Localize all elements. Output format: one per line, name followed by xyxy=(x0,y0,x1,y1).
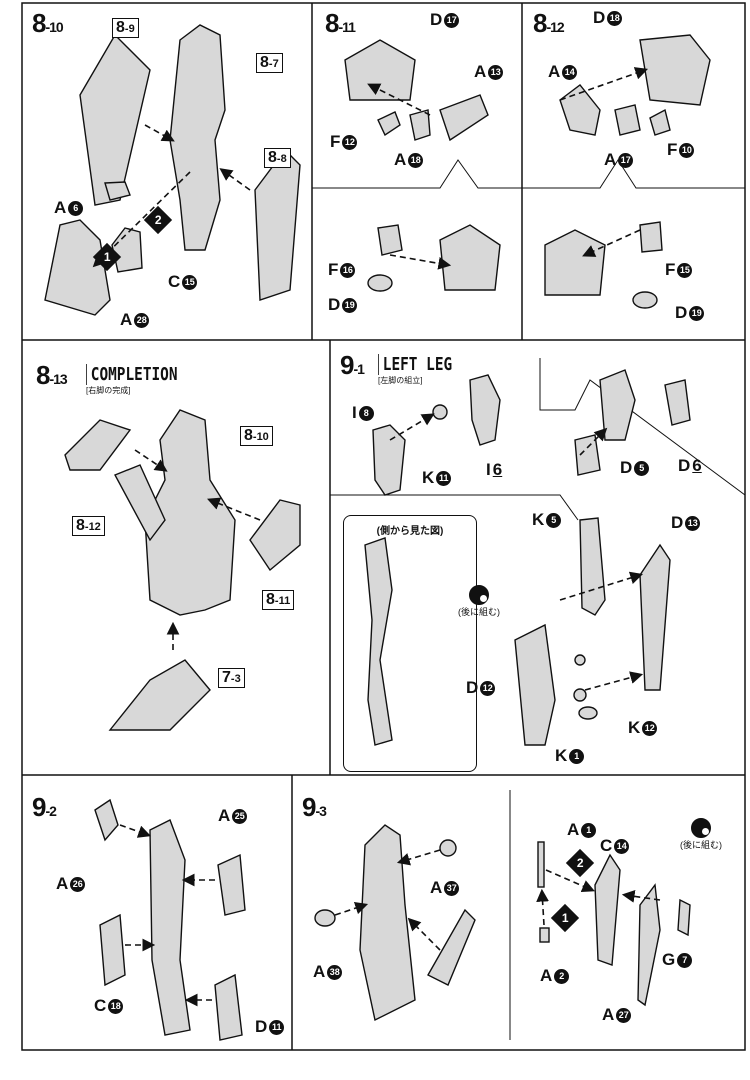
reference-box-8-8: 8-8 xyxy=(264,148,291,168)
step-number-8-13: 8-13 xyxy=(36,360,68,390)
section-heading: COMPLETION[右脚の完成] xyxy=(86,364,178,395)
assemble-later-note: (後に組む) xyxy=(680,818,722,851)
reference-box-8-11: 8-11 xyxy=(262,590,295,610)
step-number-9-3: 9-3 xyxy=(302,792,327,822)
part-drawings xyxy=(44,24,711,1041)
reference-box-8-10: 8-10 xyxy=(240,426,273,446)
step-number-9-2: 9-2 xyxy=(32,792,57,822)
reference-box-8-12: 8-12 xyxy=(72,516,105,536)
reference-box-7-3: 7-3 xyxy=(218,668,245,688)
side-view-caption: (側から見た図) xyxy=(376,526,444,537)
step-number-9-1: 9-1 xyxy=(340,350,365,380)
step-number-8-10: 8-10 xyxy=(32,8,64,38)
assemble-later-icon xyxy=(469,585,489,605)
step-number-8-12: 8-12 xyxy=(533,8,565,38)
panel-borders xyxy=(21,2,746,1051)
step-number-8-11: 8-11 xyxy=(325,8,356,38)
assemble-later-note: (後に組む) xyxy=(458,585,500,618)
side-view-inset: (側から見た図) xyxy=(343,515,477,772)
reference-box-8-9: 8-9 xyxy=(112,18,139,38)
section-heading: LEFT LEG[左脚の組立] xyxy=(378,354,453,385)
reference-box-8-7: 8-7 xyxy=(256,53,283,73)
assemble-later-icon xyxy=(691,818,711,838)
